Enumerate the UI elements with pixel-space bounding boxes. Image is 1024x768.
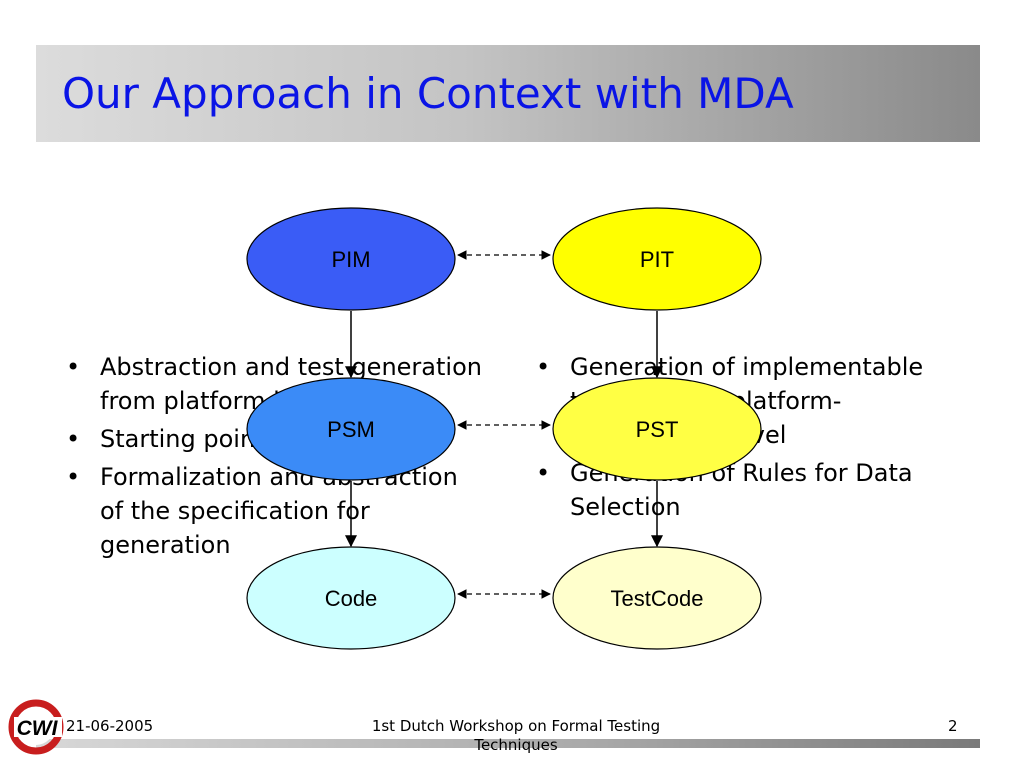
node-pst-label: PST <box>636 417 679 442</box>
node-pst: PST <box>552 377 762 481</box>
footer-date: 21-06-2005 <box>66 717 154 735</box>
node-pit-label: PIT <box>640 247 674 272</box>
node-testcode: TestCode <box>552 546 762 650</box>
footer-event: 1st Dutch Workshop on Formal Testing Tec… <box>371 717 661 754</box>
node-psm: PSM <box>246 377 456 481</box>
node-psm-label: PSM <box>327 417 375 442</box>
logo-text: CWI <box>17 717 59 740</box>
node-testcode-label: TestCode <box>611 586 704 611</box>
title-bar: Our Approach in Context with MDA <box>36 45 980 142</box>
node-pim: PIM <box>246 207 456 311</box>
node-code-label: Code <box>325 586 378 611</box>
node-pim-label: PIM <box>331 247 370 272</box>
footer-bar <box>36 739 980 748</box>
bullet-item: Generation of Rules for Data Selection <box>532 456 962 524</box>
cwi-logo: CWI <box>8 699 64 755</box>
node-code: Code <box>246 546 456 650</box>
node-pit: PIT <box>552 207 762 311</box>
bullet-item: Formalization and abstraction of the spe… <box>62 460 482 562</box>
slide-title: Our Approach in Context with MDA <box>62 69 794 118</box>
page-number: 2 <box>948 717 958 735</box>
